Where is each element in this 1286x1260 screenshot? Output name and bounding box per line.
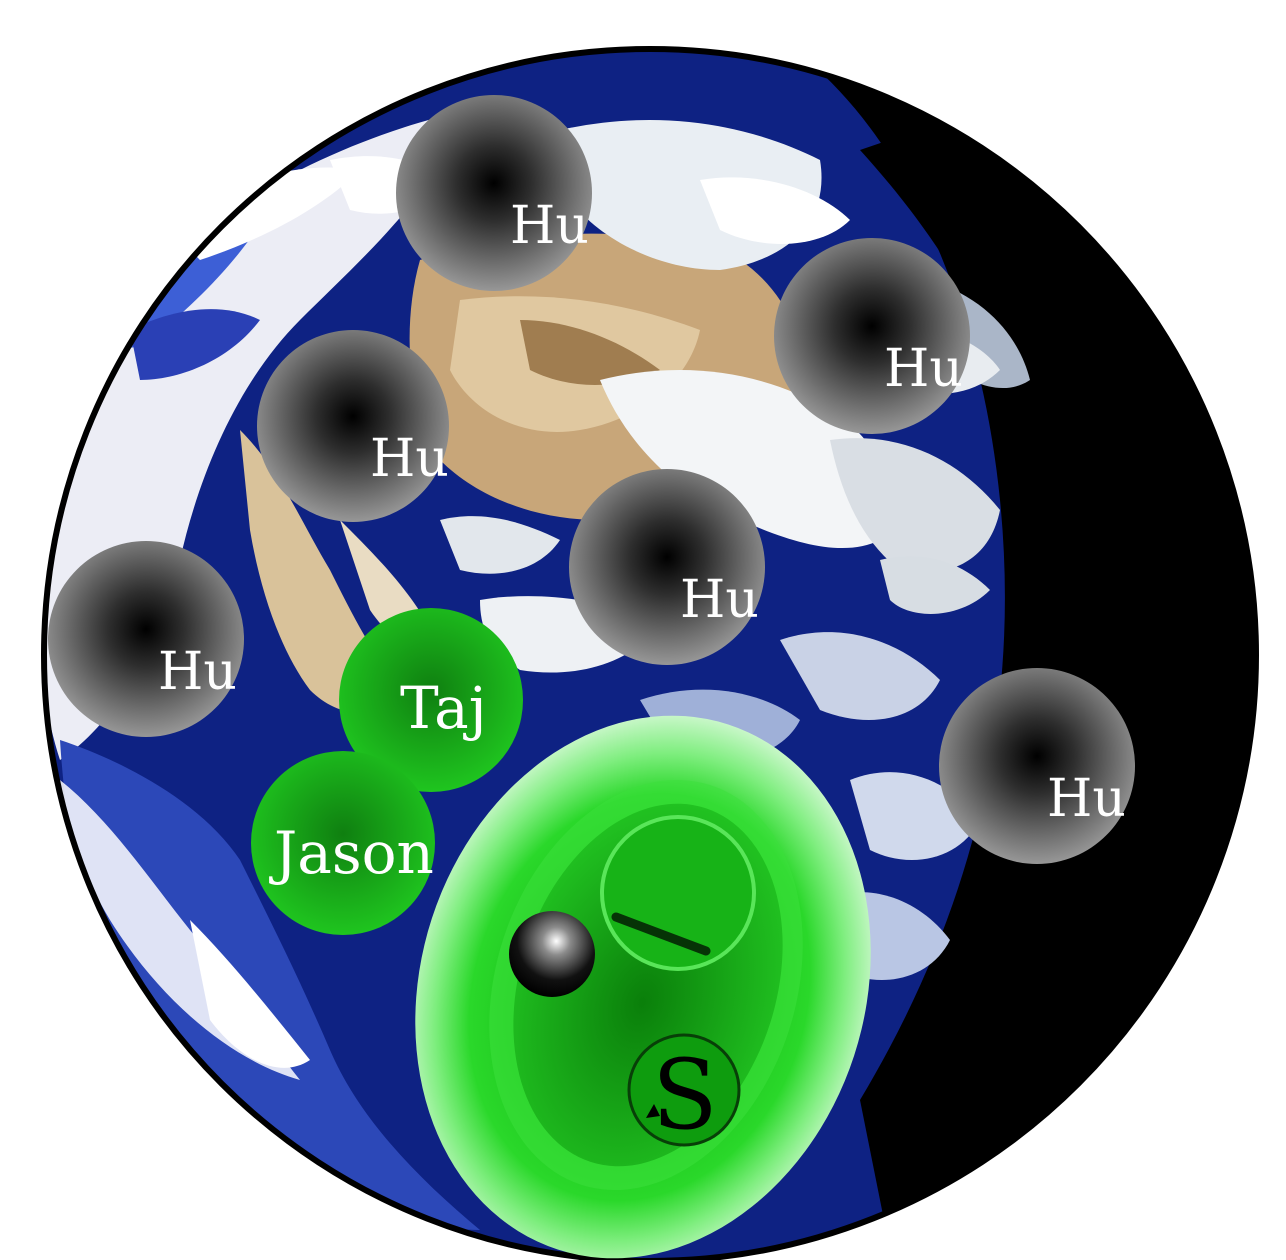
friend-label: Taj bbox=[400, 674, 487, 742]
friend-label: Jason bbox=[269, 819, 434, 887]
human-sphere: Hu bbox=[939, 668, 1135, 864]
human-sphere: Hu bbox=[774, 238, 970, 434]
friend-sphere-taj: Taj bbox=[339, 608, 523, 792]
human-label: Hu bbox=[680, 570, 759, 630]
human-sphere: Hu bbox=[48, 541, 244, 737]
friend-sphere-jason: Jason bbox=[251, 751, 435, 935]
minus-icon bbox=[600, 815, 756, 971]
green-capsule: S bbox=[415, 715, 871, 1259]
human-label: Hu bbox=[370, 429, 449, 489]
human-label: Hu bbox=[158, 642, 237, 702]
s-label: S bbox=[652, 1039, 718, 1151]
human-label: Hu bbox=[510, 196, 589, 256]
human-label: Hu bbox=[1047, 769, 1126, 829]
human-label: Hu bbox=[884, 339, 963, 399]
s-rotation-icon: S bbox=[627, 1033, 741, 1151]
human-sphere: Hu bbox=[569, 469, 765, 665]
dark-pearl-icon bbox=[509, 911, 595, 997]
human-sphere: Hu bbox=[257, 330, 449, 522]
human-sphere: Hu bbox=[396, 95, 592, 291]
